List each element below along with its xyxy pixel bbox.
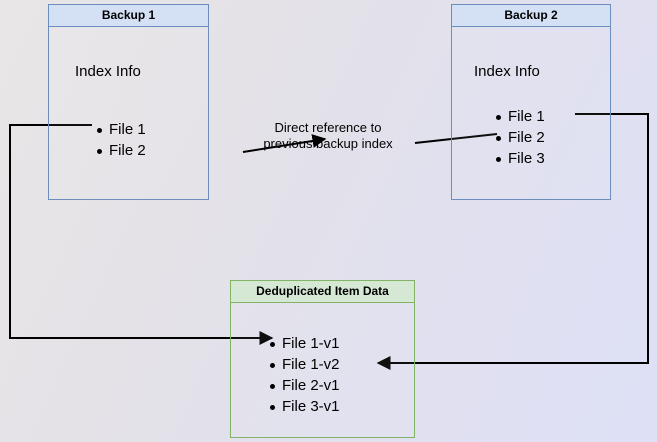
node-backup-2-header: Backup 2	[452, 5, 610, 27]
list-item: File 2	[493, 127, 545, 148]
list-item: File 1-v1	[267, 333, 340, 354]
edge-label-direct-reference: Direct reference to previous backup inde…	[248, 120, 408, 152]
list-item: File 1-v2	[267, 354, 340, 375]
node-backup-1-header: Backup 1	[49, 5, 208, 27]
dedup-file-list: File 1-v1 File 1-v2 File 2-v1 File 3-v1	[267, 333, 340, 417]
node-deduplicated-item-data[interactable]: Deduplicated Item Data File 1-v1 File 1-…	[230, 280, 415, 438]
list-item: File 3-v1	[267, 396, 340, 417]
list-item: File 1	[493, 106, 545, 127]
edge-label-line-1: Direct reference to	[274, 120, 382, 135]
node-backup-1-body: Index Info File 1 File 2	[49, 27, 208, 199]
list-item: File 3	[493, 148, 545, 169]
node-backup-2[interactable]: Backup 2 Index Info File 1 File 2 File 3	[451, 4, 611, 200]
node-backup-2-body: Index Info File 1 File 2 File 3	[452, 27, 610, 199]
edge-label-line-2: previous backup index	[263, 136, 393, 151]
backup-1-index-info-label: Index Info	[75, 63, 141, 80]
backup-2-file-list: File 1 File 2 File 3	[493, 106, 545, 169]
list-item: File 1	[94, 119, 146, 140]
list-item: File 2	[94, 140, 146, 161]
backup-2-index-info-label: Index Info	[474, 63, 540, 80]
node-deduplicated-item-data-header: Deduplicated Item Data	[231, 281, 414, 303]
list-item: File 2-v1	[267, 375, 340, 396]
backup-1-file-list: File 1 File 2	[94, 119, 146, 161]
node-backup-1[interactable]: Backup 1 Index Info File 1 File 2	[48, 4, 209, 200]
node-deduplicated-item-data-body: File 1-v1 File 1-v2 File 2-v1 File 3-v1	[231, 303, 414, 437]
